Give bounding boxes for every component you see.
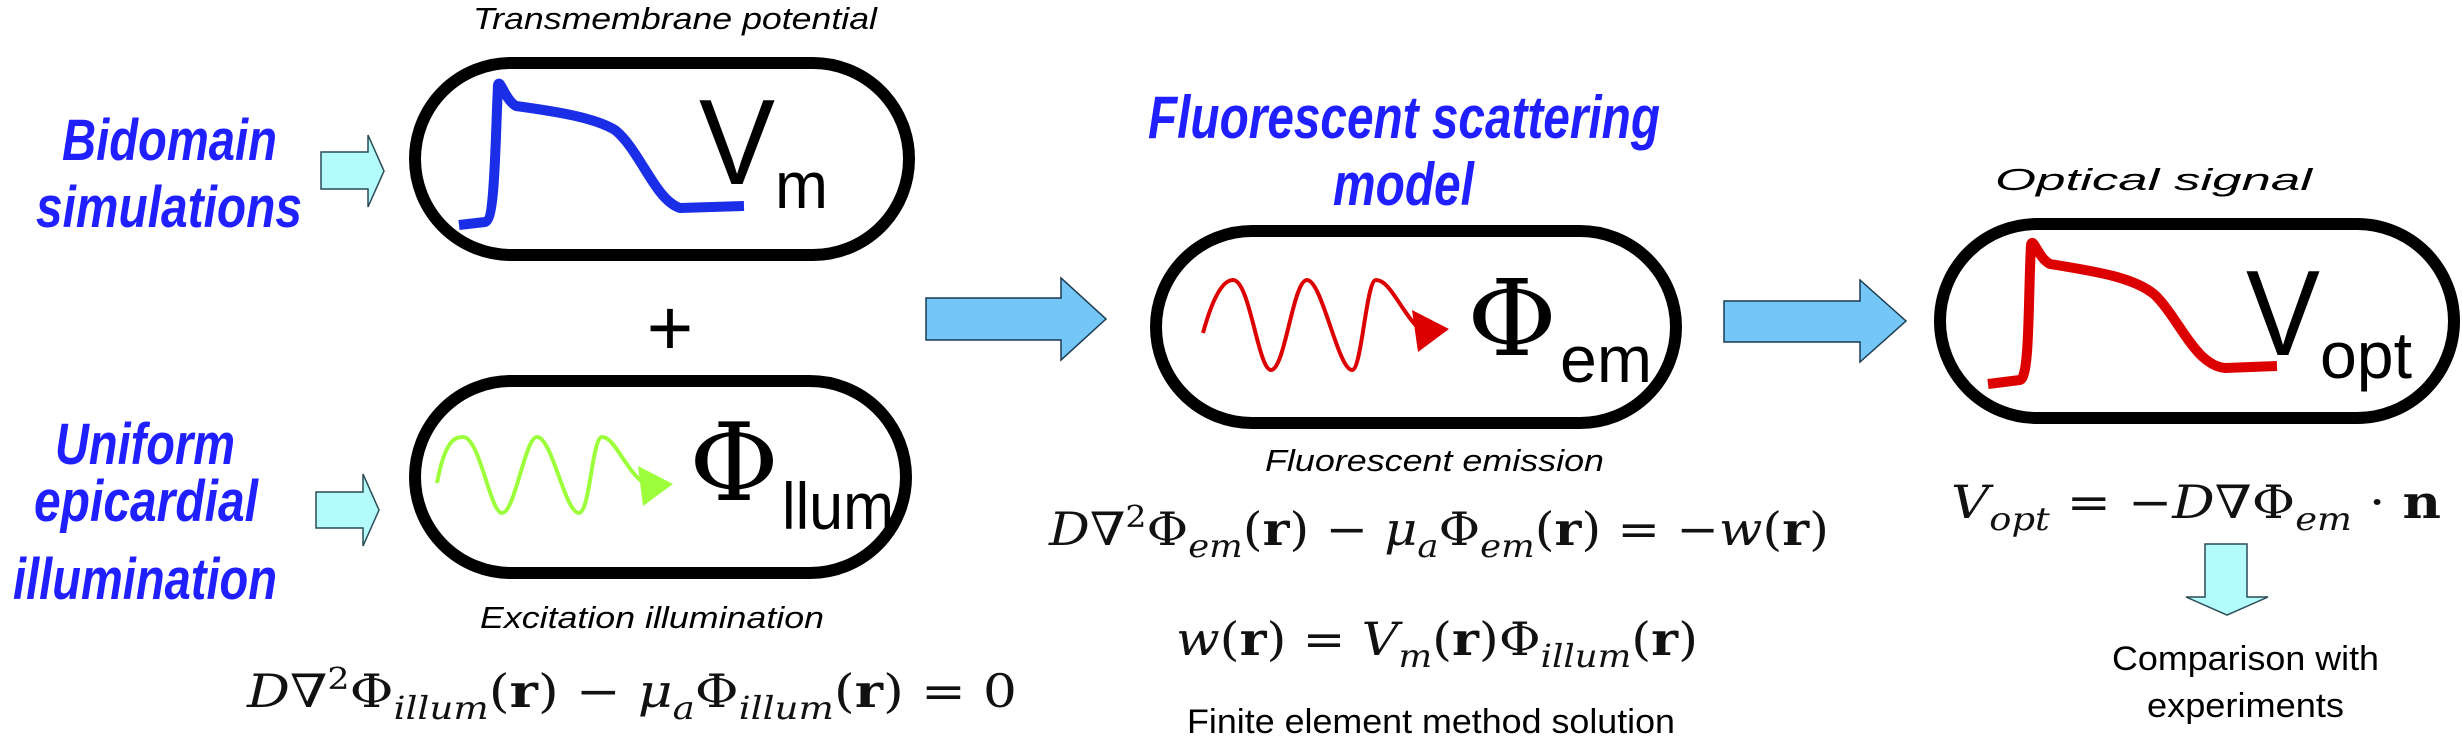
opt-subscript: opt <box>2320 318 2412 392</box>
emission-wave <box>1201 277 1422 373</box>
opt-symbol: V <box>2246 245 2320 381</box>
illumination-label-line3: illumination <box>13 547 277 612</box>
equation-term: r <box>1452 612 1480 666</box>
equation-term: r <box>510 664 539 718</box>
model-title-line1: Fluorescent scattering <box>1148 84 1660 151</box>
equation-term: m <box>1398 637 1432 675</box>
equation-term: em <box>2295 500 2352 538</box>
equation-term: 2 <box>1125 500 1146 535</box>
equation-term: D <box>1048 502 1090 556</box>
em-symbol: Φ <box>1467 257 1557 380</box>
vm-caption: Transmembrane potential <box>473 1 878 36</box>
illum-box <box>409 375 912 579</box>
equation-term: ) = <box>1266 612 1361 666</box>
arrow-right-icon <box>1723 278 1908 364</box>
comparison-line1: Comparison with <box>2112 640 2379 678</box>
illumination-label-line1: Uniform <box>55 412 235 477</box>
em-caption: Fluorescent emission <box>1265 443 1604 478</box>
equation-term: em <box>1480 527 1535 565</box>
equation-term: illum <box>739 689 834 727</box>
em-subscript: em <box>1560 322 1652 396</box>
equation-term: r <box>1555 502 1583 556</box>
equation-term: em <box>1188 527 1243 565</box>
equation-term: D <box>246 664 290 718</box>
equation-term: Φ <box>1438 502 1480 556</box>
arrow-right-icon <box>320 134 385 208</box>
arrowhead-icon <box>1412 310 1449 352</box>
arrow-down-icon <box>2185 543 2269 616</box>
equation-term: ( <box>489 664 510 718</box>
equation-term: w <box>1719 502 1763 556</box>
equation-term: V <box>1362 612 1404 666</box>
equation-term: = − <box>2050 475 2172 529</box>
equation-term: r <box>1651 612 1679 666</box>
vm-symbol: V <box>699 74 775 210</box>
equation-term: ) <box>1809 502 1829 556</box>
equation-term: V <box>1951 475 1995 529</box>
equation-term: w <box>1176 612 1220 666</box>
equation-term: ∇ <box>1090 502 1126 556</box>
equation-term: Φ <box>1146 502 1188 556</box>
arrow-right-icon <box>925 276 1108 362</box>
equation-term: ( <box>1432 612 1452 666</box>
equation-term: ) − <box>538 664 638 718</box>
equation-term: · <box>2352 475 2403 529</box>
equation-term: ) = 0 <box>883 664 1017 718</box>
equation-term: Φ <box>1499 612 1541 666</box>
illum-caption: Excitation illumination <box>480 600 824 635</box>
excitation-wave <box>435 434 647 516</box>
equation-term: ( <box>1762 502 1782 556</box>
comparison-line2: experiments <box>2147 687 2344 725</box>
bidomain-label-line1: Bidomain <box>62 108 277 173</box>
equation-term: μ <box>638 664 673 718</box>
fem-label: Finite element method solution <box>1187 703 1675 741</box>
equation-term: μ <box>1384 502 1417 556</box>
equation-term: illum <box>1541 637 1632 675</box>
equation-term: illum <box>394 689 489 727</box>
equation-term: n <box>2402 475 2441 529</box>
plus-sign: + <box>647 283 694 372</box>
equation-term: ) − <box>1289 502 1384 556</box>
equation-term: a <box>1417 527 1438 565</box>
equation-term: ( <box>1243 502 1263 556</box>
vm-box <box>409 57 915 261</box>
equation-term: ( <box>1535 502 1555 556</box>
opt-caption: Optical signal <box>1995 162 2314 197</box>
equation-term: ∇ <box>290 664 327 718</box>
optical-signal-curve <box>1987 237 2278 389</box>
equation-term: ) = − <box>1581 502 1718 556</box>
equation-term: ( <box>1631 612 1651 666</box>
equation-term: r <box>1782 502 1810 556</box>
model-title-line2: model <box>1333 151 1475 218</box>
arrow-right-icon <box>315 473 380 547</box>
equation-term: opt <box>1989 500 2050 538</box>
bidomain-label-line2: simulations <box>36 175 302 240</box>
equation-term: Φ <box>350 664 394 718</box>
equation-term: a <box>673 689 695 727</box>
equation-term: r <box>1263 502 1291 556</box>
equation-term: ( <box>834 664 855 718</box>
equation-term: r <box>855 664 884 718</box>
equation-term: ) <box>1678 612 1698 666</box>
vm-action-potential-curve <box>458 78 745 230</box>
equation-term: 2 <box>327 662 349 697</box>
arrowhead-icon <box>638 466 673 506</box>
illumination-label-line2: epicardial <box>34 469 260 534</box>
equation-term: r <box>1240 612 1268 666</box>
opt-box <box>1934 218 2460 424</box>
equation-term: ∇Φ <box>2215 475 2295 529</box>
illum-symbol: Φ <box>689 401 779 526</box>
equation-term: ) <box>1479 612 1499 666</box>
vm-subscript: m <box>775 148 828 222</box>
equation-term: Φ <box>695 664 739 718</box>
illum-subscript: llum <box>782 469 894 543</box>
equation-term: ( <box>1220 612 1240 666</box>
equation-term: D <box>2171 475 2215 529</box>
